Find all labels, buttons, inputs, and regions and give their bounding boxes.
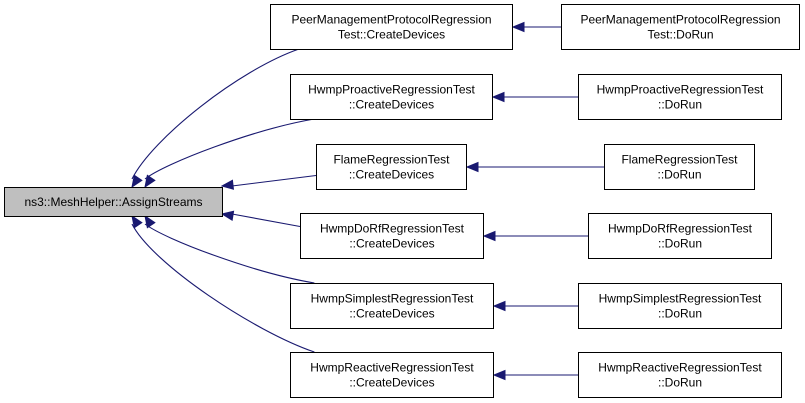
node-dorf-create-devices[interactable]: HwmpDoRfRegressionTest::CreateDevices bbox=[300, 213, 484, 259]
node-flame-do-run[interactable]: FlameRegressionTest::DoRun bbox=[604, 144, 755, 190]
node-flame-do-run-box bbox=[604, 144, 755, 190]
node-simplest-do-run[interactable]: HwmpSimplestRegressionTest::DoRun bbox=[578, 283, 782, 329]
node-simplest-do-run-label-line-2: ::DoRun bbox=[658, 307, 702, 321]
node-dorf-do-run[interactable]: HwmpDoRfRegressionTest::DoRun bbox=[588, 213, 772, 259]
node-proactive-do-run-box bbox=[578, 74, 782, 120]
node-peer-do-run-label-line-1: PeerManagementProtocolRegression bbox=[580, 13, 780, 27]
edge-simplest-to-root-arrowhead bbox=[144, 214, 156, 229]
node-reactive-create-devices-label-line-1: HwmpReactiveRegressionTest bbox=[310, 361, 474, 375]
node-flame-do-run-label-line-2: ::DoRun bbox=[657, 168, 701, 182]
node-peer-do-run-box bbox=[561, 4, 800, 50]
node-reactive-create-devices-label-line-2: ::CreateDevices bbox=[349, 376, 434, 390]
node-simplest-create-devices-label-line-2: ::CreateDevices bbox=[349, 307, 434, 321]
node-reactive-create-devices[interactable]: HwmpReactiveRegressionTest::CreateDevice… bbox=[290, 352, 494, 398]
node-proactive-create-devices-label-line-1: HwmpProactiveRegressionTest bbox=[308, 83, 475, 97]
node-peer-do-run-label-line-2: Test::DoRun bbox=[647, 28, 713, 42]
node-reactive-do-run-box bbox=[578, 352, 782, 398]
edge-peer-run-to-create-arrowhead bbox=[511, 21, 525, 33]
edge-simplest-to-root bbox=[144, 223, 315, 284]
node-root-box bbox=[4, 187, 223, 217]
node-flame-create-devices-label-line-1: FlameRegressionTest bbox=[333, 153, 450, 167]
edge-reactive-to-root-arrowhead bbox=[131, 214, 143, 229]
edge-proactive-to-root-arrowhead bbox=[144, 174, 156, 189]
node-flame-do-run-label-line-1: FlameRegressionTest bbox=[621, 153, 738, 167]
node-reactive-do-run[interactable]: HwmpReactiveRegressionTest::DoRun bbox=[578, 352, 782, 398]
node-reactive-do-run-label-line-2: ::DoRun bbox=[658, 376, 702, 390]
edge-reactive-to-root bbox=[131, 223, 315, 353]
node-simplest-do-run-label-line-1: HwmpSimplestRegressionTest bbox=[599, 292, 762, 306]
edge-peer-to-root bbox=[131, 48, 300, 180]
node-root[interactable]: ns3::MeshHelper::AssignStreams bbox=[4, 187, 223, 217]
node-simplest-create-devices[interactable]: HwmpSimplestRegressionTest::CreateDevice… bbox=[290, 283, 494, 329]
node-proactive-create-devices-box bbox=[290, 74, 493, 120]
node-dorf-create-devices-label-line-1: HwmpDoRfRegressionTest bbox=[320, 222, 465, 236]
edge-reactive-run-to-create-arrowhead bbox=[492, 369, 506, 381]
node-proactive-do-run[interactable]: HwmpProactiveRegressionTest::DoRun bbox=[578, 74, 782, 120]
node-peer-create-devices-box bbox=[270, 4, 513, 50]
node-dorf-do-run-label-line-2: ::DoRun bbox=[658, 237, 702, 251]
node-flame-create-devices-label-line-2: ::CreateDevices bbox=[349, 168, 434, 182]
edge-flame-run-to-create-arrowhead bbox=[465, 161, 479, 173]
edge-simplest-run-to-create-arrowhead bbox=[492, 300, 506, 312]
edge-dorf-run-to-create-arrowhead bbox=[482, 230, 496, 242]
node-reactive-create-devices-box bbox=[290, 352, 494, 398]
node-proactive-create-devices-label-line-2: ::CreateDevices bbox=[349, 98, 434, 112]
node-reactive-do-run-label-line-1: HwmpReactiveRegressionTest bbox=[598, 361, 762, 375]
edge-flame-to-root bbox=[231, 174, 317, 187]
node-dorf-create-devices-label-line-2: ::CreateDevices bbox=[349, 237, 434, 251]
edge-flame-to-root-arrowhead bbox=[220, 179, 235, 190]
node-peer-create-devices[interactable]: PeerManagementProtocolRegressionTest::Cr… bbox=[270, 4, 513, 50]
node-peer-create-devices-label-line-1: PeerManagementProtocolRegression bbox=[291, 13, 491, 27]
edge-dorf-to-root-arrowhead bbox=[220, 210, 235, 221]
edge-proactive-run-to-create-arrowhead bbox=[491, 91, 505, 103]
node-flame-create-devices[interactable]: FlameRegressionTest::CreateDevices bbox=[316, 144, 467, 190]
node-peer-create-devices-label-line-2: Test::CreateDevices bbox=[338, 28, 445, 42]
node-dorf-create-devices-box bbox=[300, 213, 484, 259]
node-simplest-create-devices-label-line-1: HwmpSimplestRegressionTest bbox=[311, 292, 474, 306]
node-simplest-do-run-box bbox=[578, 283, 782, 329]
node-proactive-do-run-label-line-2: ::DoRun bbox=[658, 98, 702, 112]
node-dorf-do-run-label-line-1: HwmpDoRfRegressionTest bbox=[608, 222, 753, 236]
node-proactive-do-run-label-line-1: HwmpProactiveRegressionTest bbox=[597, 83, 764, 97]
node-flame-create-devices-box bbox=[316, 144, 467, 190]
node-peer-do-run[interactable]: PeerManagementProtocolRegressionTest::Do… bbox=[561, 4, 800, 50]
node-proactive-create-devices[interactable]: HwmpProactiveRegressionTest::CreateDevic… bbox=[290, 74, 493, 120]
edge-dorf-to-root bbox=[231, 213, 301, 228]
edge-peer-to-root-arrowhead bbox=[131, 174, 143, 189]
node-simplest-create-devices-box bbox=[290, 283, 494, 329]
node-root-label-line-1: ns3::MeshHelper::AssignStreams bbox=[24, 195, 202, 209]
node-dorf-do-run-box bbox=[588, 213, 772, 259]
edge-proactive-to-root bbox=[144, 118, 315, 180]
